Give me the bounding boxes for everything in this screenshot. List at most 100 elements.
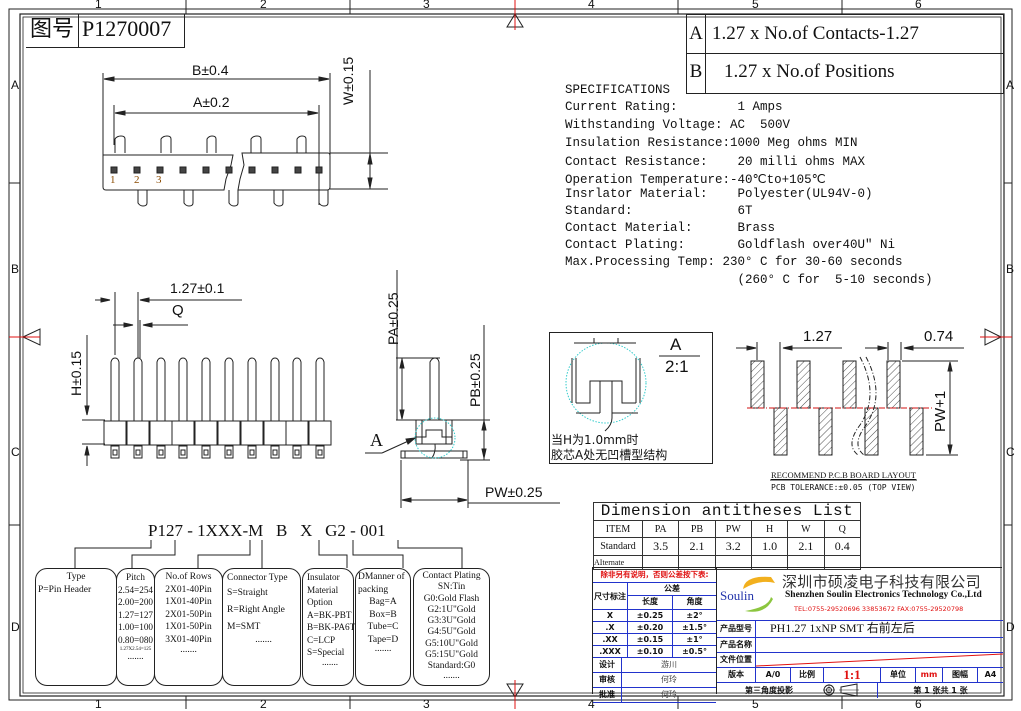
option-line: Standard:G0 [427, 661, 476, 672]
column-label-5: 5 [752, 0, 759, 11]
option-line: ....... [180, 644, 197, 655]
pin-foot-inner [112, 449, 118, 456]
product-model-label: 产品型号 [717, 620, 756, 637]
table-row: AIternate [593, 555, 862, 570]
drawing-number-box: 图号 P1270007 [26, 14, 185, 48]
product-model-row: 产品型号 PH1.27 1xNP SMT 右前左后 [717, 620, 1003, 638]
pcb-dim-pw: PW+1 [932, 390, 949, 432]
pin-foot [224, 445, 234, 459]
signature-rows: 设计游川审核何玲批准何玲 [593, 658, 716, 703]
option-line: Tape=D [367, 634, 399, 645]
pin-foot-inner [226, 449, 232, 456]
table-cell: 2.1 [787, 537, 825, 556]
pcb-pad [796, 360, 811, 409]
option-line: 2.00=200 [117, 597, 154, 607]
spec-value: 6T [737, 204, 753, 218]
spec-value: Goldflash over40U" Ni [737, 238, 896, 252]
tolerance-note: 除非另有说明，否则公差按下表: [593, 568, 716, 583]
pin-foot-inner [317, 449, 323, 456]
option-line: G3:3U"Gold [427, 616, 476, 627]
dim-b-label: B±0.4 [192, 62, 229, 78]
spec-label: Operation Temperature: [565, 173, 731, 187]
option-line: 1.27=127 [117, 609, 154, 620]
option-title: Pitch [126, 572, 145, 582]
column-label-3: 3 [423, 0, 430, 11]
spec-row: Insrlator Material: Polyester(UL94V-0) [565, 187, 873, 201]
pin-foot [247, 445, 257, 459]
spec-row: Insulation Resistance:1000 Meg ohms MIN [565, 136, 858, 150]
company-logo-text: Soulin [720, 588, 754, 603]
pcb-pad [909, 407, 924, 456]
signature-role: 审核 [593, 673, 622, 687]
spec-row: Contact Material: Brass [565, 221, 775, 235]
signature-row: 批准何玲 [593, 688, 716, 703]
option-line: R=Right Angle [227, 605, 285, 615]
tolerance-cell: X [593, 610, 628, 621]
tolerance-cell: ±0.10 [628, 646, 673, 657]
tolerance-subheader: 长度 角度 [628, 596, 716, 609]
company-name-cn: 深圳市硕凌电子科技有限公司 [782, 573, 981, 591]
pin-housing-segment [263, 420, 287, 446]
title-block: 除非另有说明，否则公差按下表: 尺寸标注 公差 长度 角度 X±0.25±2°.… [592, 567, 1003, 703]
dimension-list-table: Dimension antitheses List ITEM PA PB PW … [593, 502, 862, 570]
pcb-dim-pitch: 1.27 [803, 328, 833, 345]
tolerance-cell: ±0.15 [628, 634, 673, 645]
pin-foot-inner [272, 449, 278, 456]
spec-label: Contact Plating: [565, 238, 738, 252]
pin [110, 357, 120, 421]
option-line: G5:15U"Gold [425, 650, 478, 661]
pin-foot [133, 445, 143, 459]
table-cell: 3.5 [641, 537, 680, 556]
spec-value: AC 500V [730, 118, 791, 132]
table-cell: 2.1 [678, 537, 716, 556]
option-line: 2.54=254 [117, 584, 154, 595]
spec-label: Max.Processing Temp: [565, 255, 723, 269]
tolerance-cell: ±1° [686, 635, 703, 644]
spec-row: Contact Resistance: 20 milli ohms MAX [565, 155, 865, 169]
pn-type: P [148, 521, 158, 540]
column-label-1: 1 [95, 0, 102, 11]
pin-foot-inner [294, 449, 300, 456]
title-block-info: 产品型号 PH1.27 1xNP SMT 右前左后 产品名称 文件位置 版本 A… [716, 620, 1003, 698]
signature-row: 审核 何玲 [593, 673, 716, 688]
row-label-c-right: C [1006, 445, 1015, 459]
spec-label: Withstanding Voltage: [565, 118, 731, 132]
formula-value: 1.27 x No.of Positions [724, 61, 895, 82]
column-label-4: 4 [588, 0, 595, 11]
part-number-leaders [74, 540, 463, 568]
option-line: Box=B [369, 609, 397, 620]
option-line: G5:10U"Gold [425, 638, 478, 649]
option-line: C=LCP [307, 634, 336, 645]
pn-pitch: 127 [157, 521, 183, 540]
row-label: Standard [593, 537, 643, 556]
table-cell [823, 555, 862, 570]
tolerance-cell: .X [593, 622, 628, 633]
spec-row: Withstanding Voltage: AC 500V [565, 118, 790, 132]
pin [201, 357, 211, 421]
dim-pw-label: PW±0.25 [485, 484, 543, 500]
tolerance-row: .XX±0.15±1° [593, 634, 716, 646]
drawing-number-label: 图号 [26, 14, 79, 47]
option-title: DManner of packing [358, 572, 405, 595]
pin-number-2: 2 [134, 174, 140, 186]
tolerance-header-length: 长度 [628, 596, 673, 609]
option-box-rows: No.of Rows 2X01-40Pin 1X01-40Pin 2X01-50… [154, 568, 223, 686]
pcb-layout-title: RECOMMEND P.C.B BOARD LAYOUT [771, 470, 916, 480]
drawing-number-value: P1270007 [82, 16, 172, 41]
tolerance-header-group: 公差 长度 角度 [628, 583, 716, 609]
option-line: G4:5U"Gold [427, 627, 476, 638]
table-cell: 1.0 [750, 537, 789, 556]
detail-a-box: A 2:1 当H为1.0mm时 胶芯A处无凹槽型结构 [549, 332, 713, 464]
dim-a-label: A±0.2 [193, 94, 230, 110]
pcb-pad [818, 407, 833, 456]
option-title: Insulator Material Option [307, 572, 340, 607]
spec-row: Max.Processing Temp: 230° C for 30-60 se… [565, 255, 903, 269]
signature-name: 何玲 [661, 675, 677, 684]
option-line: M=SMT [227, 622, 261, 632]
option-line: ....... [374, 644, 392, 655]
option-line: B=BK-PA6T [307, 622, 356, 633]
tolerance-row: .X±0.20±1.5° [593, 622, 716, 634]
option-line: S=Straight [227, 588, 268, 598]
signature-role: 批准 [593, 688, 622, 702]
